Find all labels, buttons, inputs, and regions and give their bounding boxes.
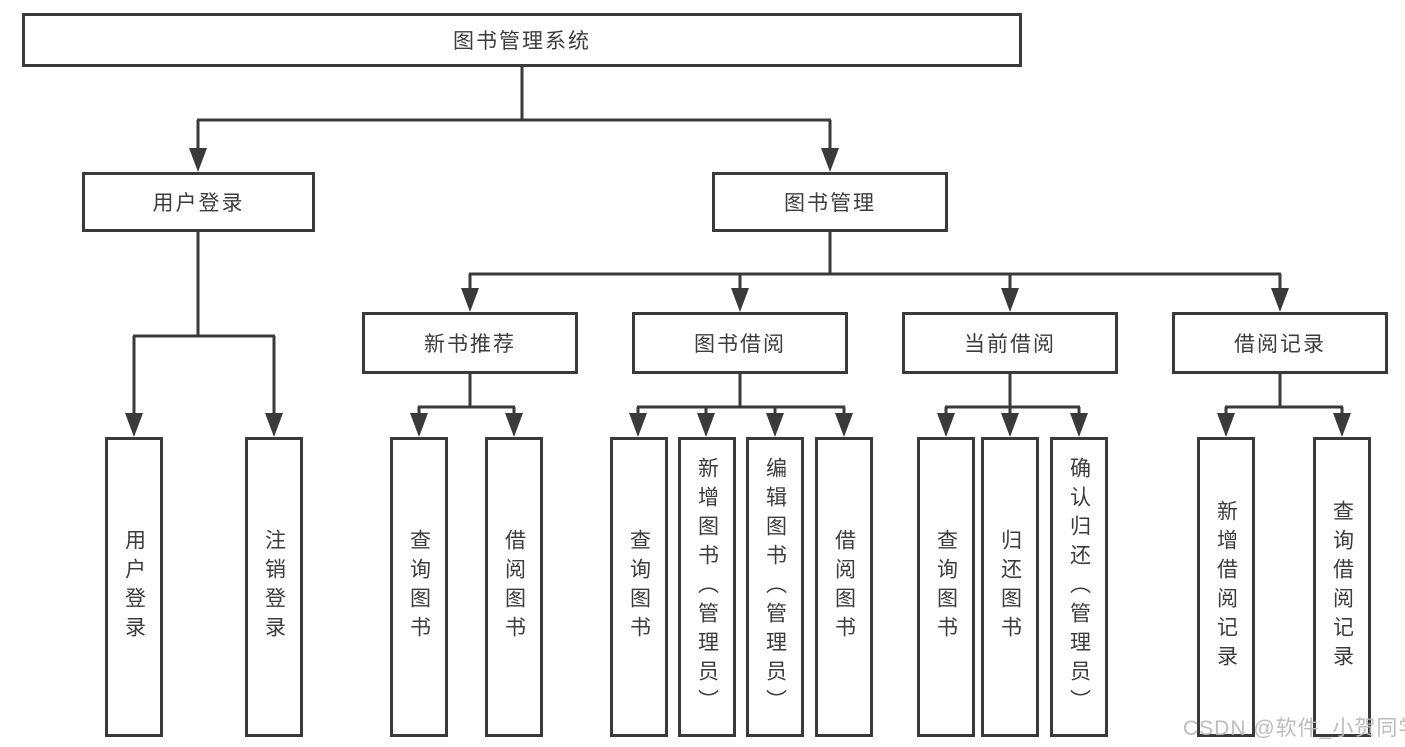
leaf-borrow-books: 借阅图书: [815, 437, 873, 737]
leaf-borrow-books-recommend: 借阅图书: [485, 437, 543, 737]
node-book-management: 图书管理: [712, 172, 948, 232]
leaf-query-borrow-record: 查询借阅记录: [1313, 437, 1371, 737]
node-borrow-records: 借阅记录: [1172, 312, 1388, 374]
node-book-borrow: 图书借阅: [632, 312, 848, 374]
leaf-edit-books-admin: 编辑图书（管理员）: [746, 437, 804, 737]
node-current-borrow: 当前借阅: [902, 312, 1118, 374]
node-user-login: 用户登录: [82, 172, 315, 232]
leaf-query-books-recommend: 查询图书: [390, 437, 448, 737]
node-new-book-recommend: 新书推荐: [362, 312, 578, 374]
leaf-add-books-admin: 新增图书（管理员）: [678, 437, 736, 737]
leaf-logout: 注销登录: [245, 437, 303, 737]
leaf-query-books-current: 查询图书: [917, 437, 975, 737]
leaf-query-books-borrow: 查询图书: [610, 437, 668, 737]
csdn-watermark: CSDN @软件_小贺同学: [1183, 717, 1405, 740]
leaf-user-login: 用户登录: [105, 437, 163, 737]
leaf-return-books: 归还图书: [981, 437, 1039, 737]
leaf-confirm-return-admin: 确认归还（管理员）: [1050, 437, 1108, 737]
leaf-add-borrow-record: 新增借阅记录: [1197, 437, 1255, 737]
node-root-library-system: 图书管理系统: [22, 13, 1022, 67]
